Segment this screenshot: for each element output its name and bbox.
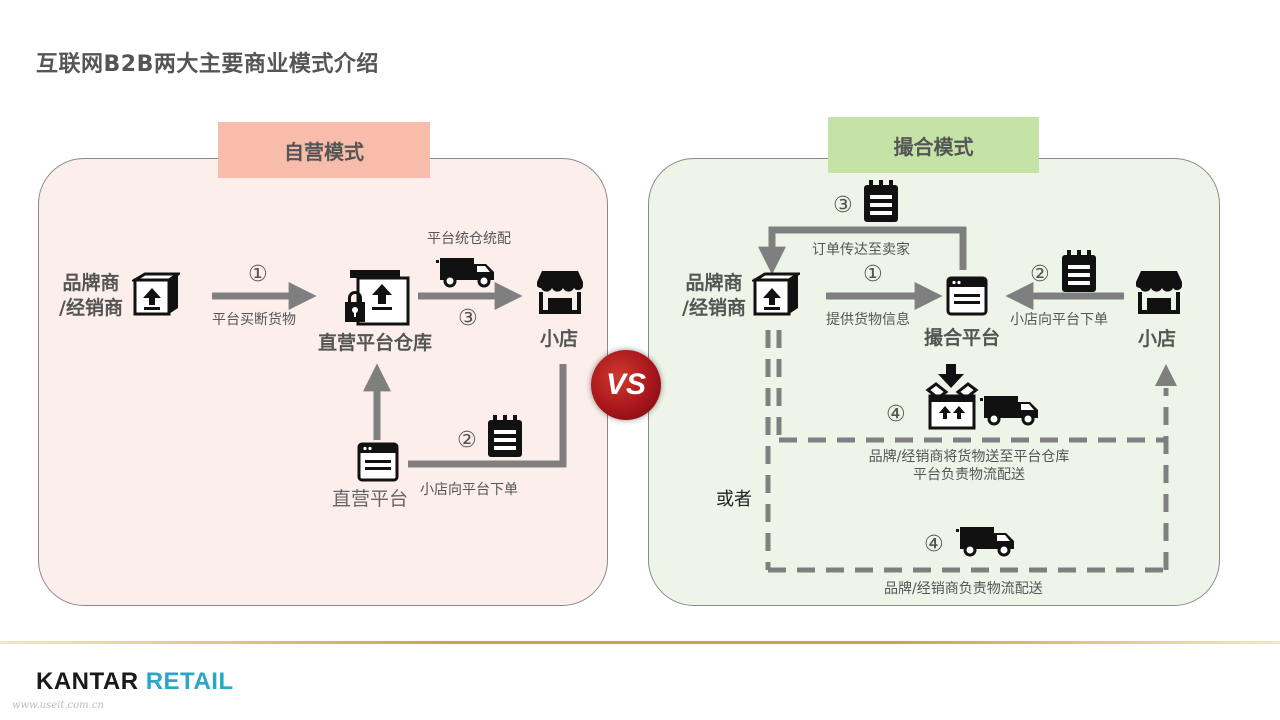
right-step3-arrow	[758, 226, 967, 275]
truck-icon	[980, 396, 1038, 426]
flow-arrows	[212, 226, 1177, 573]
left-step1-text: 平台买断货物	[212, 312, 296, 328]
right-or-label: 或者	[716, 489, 752, 510]
right-step4b-text: 品牌/经销商负责物流配送	[884, 581, 1043, 597]
store-icon	[537, 271, 583, 314]
box-upload-icon	[752, 272, 800, 316]
right-store-label: 小店	[1138, 328, 1177, 350]
right-step3-number: ③	[833, 193, 853, 218]
watermark: www.useit.com.cn	[12, 700, 104, 711]
right-step4a-number: ④	[886, 402, 906, 427]
store-icon	[1136, 271, 1182, 314]
checklist-icon	[864, 180, 898, 222]
right-step4a-text: 品牌/经销商将货物送至平台仓库平台负责物流配送	[868, 449, 1070, 484]
left-step3-number: ③	[458, 306, 478, 331]
left-step2-line	[408, 364, 567, 468]
footer-divider	[0, 641, 1280, 644]
browser-icon	[946, 276, 988, 316]
left-store-label: 小店	[540, 328, 579, 350]
right-step1-number: ①	[863, 262, 883, 287]
warehouse-icon	[345, 270, 410, 326]
checklist-icon	[1062, 250, 1096, 292]
vs-badge: VS	[591, 350, 661, 420]
right-platform-label: 撮合平台	[924, 327, 1001, 349]
right-step1-text: 提供货物信息	[826, 312, 910, 328]
left-warehouse-label: 直营平台仓库	[318, 332, 433, 354]
box-upload-icon	[132, 272, 180, 316]
right-brand-label: 品牌商/经销商	[682, 272, 746, 319]
left-step1-number: ①	[248, 262, 268, 287]
right-step3-text: 订单传达至卖家	[812, 242, 910, 258]
box-download-icon	[925, 364, 979, 430]
right-step4b-number: ④	[924, 532, 944, 557]
browser-icon	[357, 442, 399, 482]
page-title: 互联网B2B两大主要商业模式介绍	[36, 52, 379, 77]
truck-icon	[436, 258, 494, 288]
checklist-icon	[488, 415, 522, 457]
right-step2-text: 小店向平台下单	[1010, 312, 1108, 328]
self-operated-panel	[38, 158, 608, 606]
self-operated-mode-label: 自营模式	[218, 122, 430, 178]
right-step2-number: ②	[1030, 262, 1050, 287]
truck-icon	[956, 527, 1014, 557]
matchmaking-mode-label: 撮合模式	[828, 117, 1039, 173]
right-dash-arrowhead	[1155, 364, 1177, 386]
kantar-retail-logo: KANTAR RETAIL	[36, 668, 234, 695]
left-brand-label: 品牌商/经销商	[59, 272, 123, 319]
left-step2-text: 小店向平台下单	[420, 482, 518, 498]
left-platform-label: 直营平台	[332, 488, 409, 510]
left-step3-text: 平台统仓统配	[427, 231, 511, 247]
left-step2-number: ②	[457, 428, 477, 453]
